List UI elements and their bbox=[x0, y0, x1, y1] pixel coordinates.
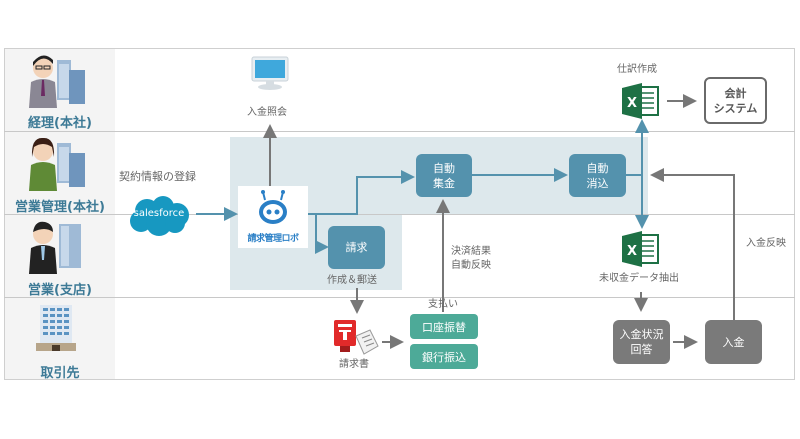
sales-admin-with-buildings-icon bbox=[29, 137, 85, 191]
arrow-robot-to-auto-collect bbox=[308, 170, 415, 215]
deposit-node[interactable]: 入金 bbox=[705, 320, 762, 364]
monitor-icon bbox=[251, 56, 289, 90]
unpaid-extract-label: 未収金データ抽出 bbox=[599, 273, 679, 284]
accountant-with-buildings-icon bbox=[29, 55, 85, 108]
account-transfer-node[interactable]: 口座振替 bbox=[410, 314, 478, 339]
role-label-client: 取引先 bbox=[40, 366, 80, 381]
billing-node[interactable]: 請求 bbox=[328, 226, 385, 269]
salesforce-cloud-icon bbox=[130, 196, 189, 236]
billing-robot-node[interactable]: 請求管理ロボ bbox=[238, 186, 308, 248]
excel-icon: X bbox=[622, 83, 659, 119]
payment-status-node[interactable]: 入金状況 回答 bbox=[613, 320, 670, 364]
auto-collect-node[interactable]: 自動 集金 bbox=[416, 154, 472, 197]
role-label-sales-admin: 営業管理(本社) bbox=[15, 200, 105, 215]
client-building-icon bbox=[36, 305, 76, 351]
lane-divider bbox=[4, 297, 795, 298]
contract-registration-label: 契約情報の登録 bbox=[119, 170, 196, 183]
arrow-robot-to-billing bbox=[315, 214, 329, 254]
robot-icon bbox=[259, 190, 287, 224]
salesforce-text: salesforce bbox=[133, 208, 185, 219]
excel-icon: X bbox=[622, 231, 659, 267]
mailbox-icon bbox=[334, 320, 379, 355]
svg-text:X: X bbox=[627, 244, 637, 259]
svg-text:X: X bbox=[627, 96, 637, 111]
arrow-deposit-to-reconcile bbox=[650, 168, 735, 320]
auto-reconcile-node[interactable]: 自動 消込 bbox=[569, 154, 626, 197]
payment-label: 支払い bbox=[428, 299, 458, 310]
journal-entry-label: 仕訳作成 bbox=[617, 64, 657, 75]
payment-reflect-label: 入金反映 bbox=[746, 238, 786, 249]
role-label-sales: 営業(支店) bbox=[28, 283, 92, 298]
invoice-label: 請求書 bbox=[339, 359, 369, 370]
payment-inquiry-label: 入金照会 bbox=[247, 107, 287, 118]
lane-divider bbox=[4, 214, 795, 215]
role-label-accounting: 経理(本社) bbox=[28, 116, 92, 131]
create-send-label: 作成＆郵送 bbox=[327, 275, 377, 286]
lane-divider bbox=[4, 131, 795, 132]
bank-transfer-node[interactable]: 銀行振込 bbox=[410, 344, 478, 369]
settlement-result-label: 決済結果 自動反映 bbox=[451, 246, 491, 271]
robot-label: 請求管理ロボ bbox=[247, 234, 299, 244]
salesperson-with-building-icon bbox=[29, 221, 81, 274]
accounting-system-node[interactable]: 会計 システム bbox=[704, 77, 767, 124]
salesforce-logo[interactable]: salesforce bbox=[127, 195, 191, 237]
